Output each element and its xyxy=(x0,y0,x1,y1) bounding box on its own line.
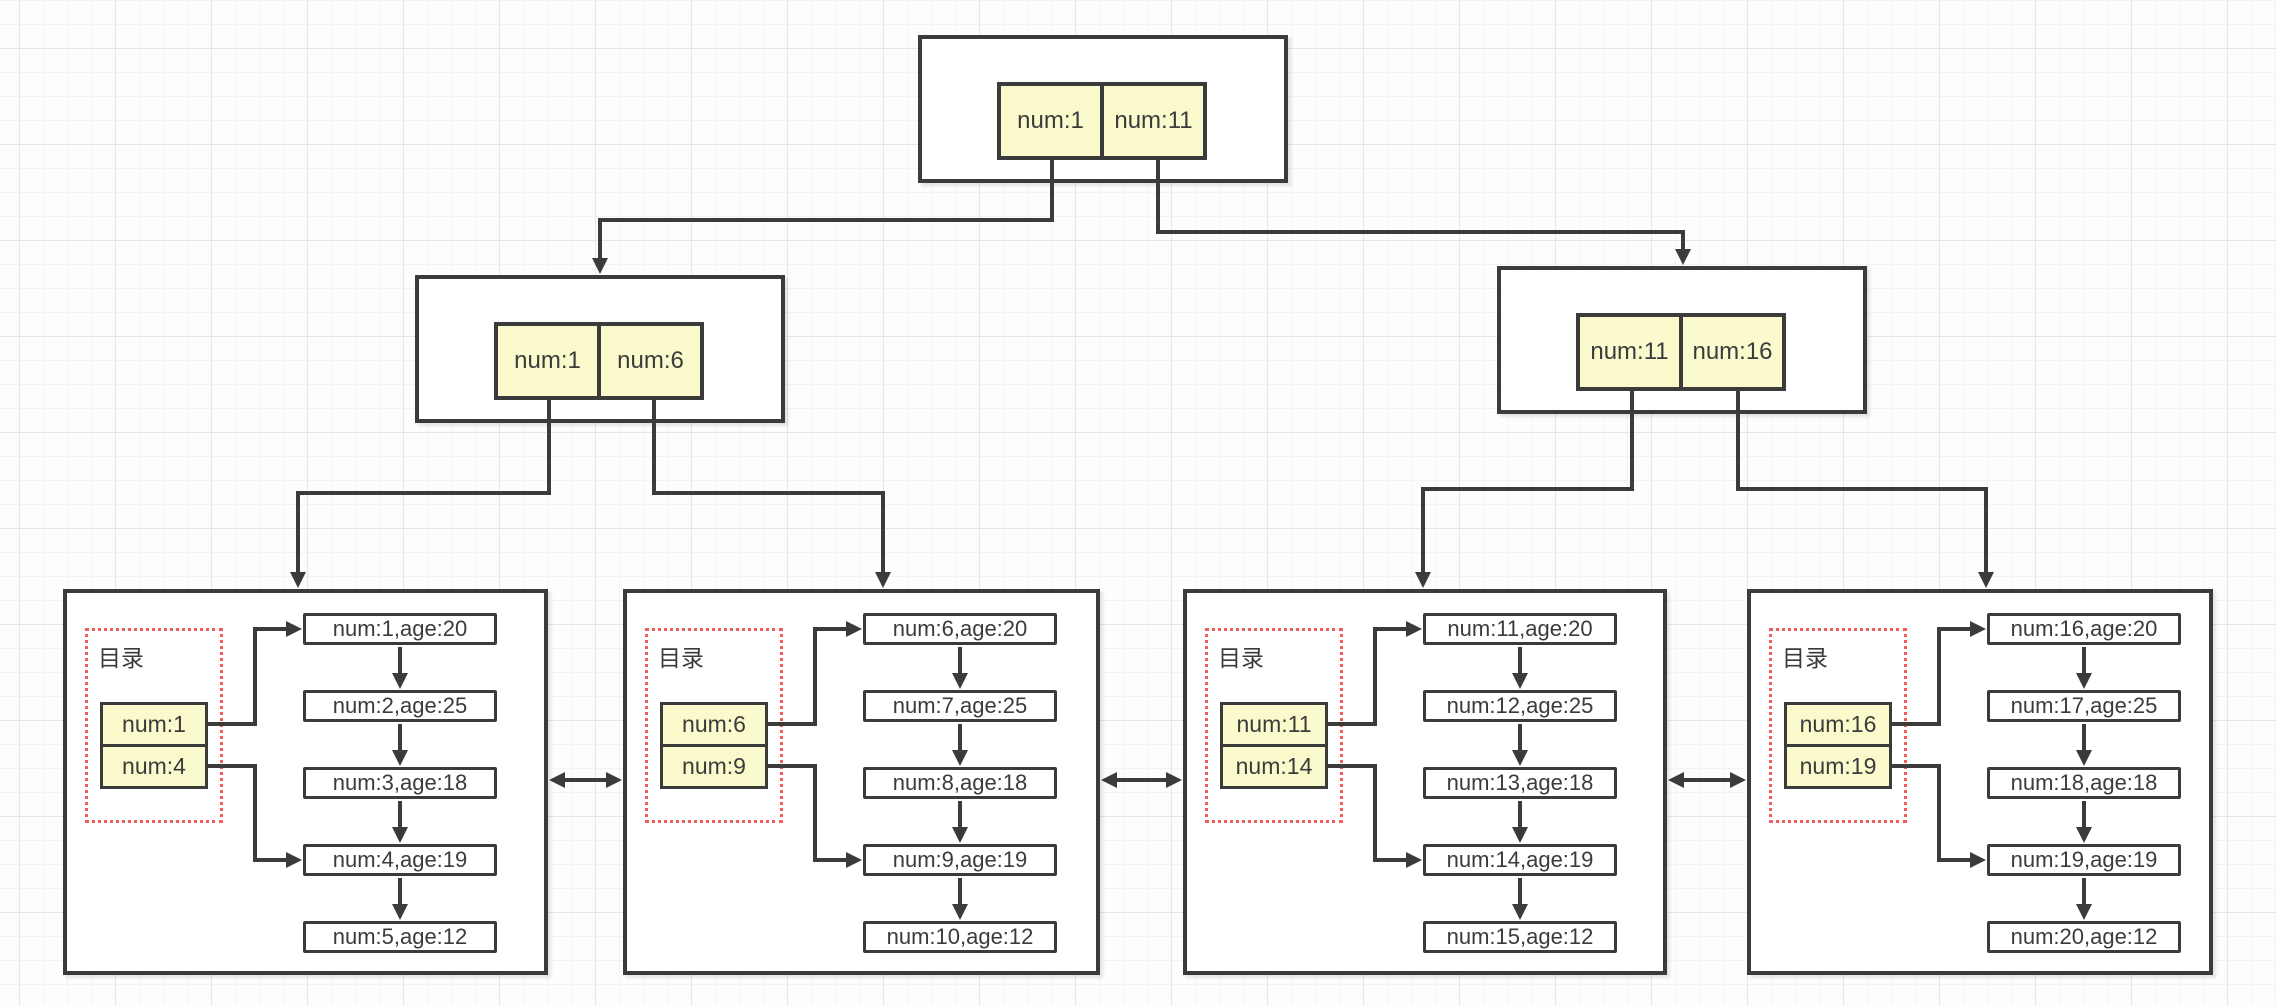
key-cell: num:16 xyxy=(1679,313,1786,391)
key-cell: num:16 xyxy=(1784,702,1892,747)
key-cell: num:1 xyxy=(100,702,208,747)
record-box: num:11,age:20 xyxy=(1423,613,1617,645)
record-box: num:4,age:19 xyxy=(303,844,497,876)
key-cell: num:11 xyxy=(1100,82,1207,160)
leaf-node-3: 目录 num:11 num:14 num:11,age:20 num:12,ag… xyxy=(1183,589,1667,975)
internal-node-left: num:1 num:6 xyxy=(415,275,785,423)
record-box: num:1,age:20 xyxy=(303,613,497,645)
record-box: num:5,age:12 xyxy=(303,921,497,953)
record-box: num:20,age:12 xyxy=(1987,921,2181,953)
root-key-cells: num:1 num:11 xyxy=(997,82,1207,160)
record-box: num:2,age:25 xyxy=(303,690,497,722)
record-box: num:6,age:20 xyxy=(863,613,1057,645)
directory-label: 目录 xyxy=(1782,645,1828,671)
key-cell: num:19 xyxy=(1784,744,1892,789)
edge-internal-right-to-leaf-3 xyxy=(1415,389,1634,588)
record-box: num:8,age:18 xyxy=(863,767,1057,799)
key-cell: num:6 xyxy=(597,322,704,400)
record-box: num:3,age:18 xyxy=(303,767,497,799)
leaf-node-1: 目录 num:1 num:4 num:1,age:20 num:2,age:25… xyxy=(63,589,548,975)
key-cell: num:11 xyxy=(1576,313,1683,391)
edge-internal-right-to-leaf-4 xyxy=(1736,389,1994,588)
record-box: num:15,age:12 xyxy=(1423,921,1617,953)
root-node: num:1 num:11 xyxy=(918,35,1288,183)
directory-key-cells: num:1 num:4 xyxy=(100,702,208,789)
key-cell: num:4 xyxy=(100,744,208,789)
internal-node-right: num:11 num:16 xyxy=(1497,266,1867,414)
record-box: num:13,age:18 xyxy=(1423,767,1617,799)
edge-internal-left-to-leaf-2 xyxy=(652,398,891,588)
internal-right-key-cells: num:11 num:16 xyxy=(1576,313,1786,391)
directory-key-cells: num:16 num:19 xyxy=(1784,702,1892,789)
directory-label: 目录 xyxy=(658,645,704,671)
record-box: num:16,age:20 xyxy=(1987,613,2181,645)
record-box: num:19,age:19 xyxy=(1987,844,2181,876)
key-cell: num:1 xyxy=(494,322,601,400)
edge-internal-left-to-leaf-1 xyxy=(290,398,551,588)
key-cell: num:1 xyxy=(997,82,1104,160)
key-cell: num:11 xyxy=(1220,702,1328,747)
key-cell: num:9 xyxy=(660,744,768,789)
record-box: num:7,age:25 xyxy=(863,690,1057,722)
leaf-node-4: 目录 num:16 num:19 num:16,age:20 num:17,ag… xyxy=(1747,589,2213,975)
directory-label: 目录 xyxy=(98,645,144,671)
directory-label: 目录 xyxy=(1218,645,1264,671)
key-cell: num:14 xyxy=(1220,744,1328,789)
leaf-node-2: 目录 num:6 num:9 num:6,age:20 num:7,age:25… xyxy=(623,589,1100,975)
directory-key-cells: num:6 num:9 xyxy=(660,702,768,789)
record-box: num:14,age:19 xyxy=(1423,844,1617,876)
record-box: num:18,age:18 xyxy=(1987,767,2181,799)
key-cell: num:6 xyxy=(660,702,768,747)
record-box: num:17,age:25 xyxy=(1987,690,2181,722)
record-box: num:10,age:12 xyxy=(863,921,1057,953)
internal-left-key-cells: num:1 num:6 xyxy=(494,322,704,400)
directory-key-cells: num:11 num:14 xyxy=(1220,702,1328,789)
record-box: num:9,age:19 xyxy=(863,844,1057,876)
record-box: num:12,age:25 xyxy=(1423,690,1617,722)
